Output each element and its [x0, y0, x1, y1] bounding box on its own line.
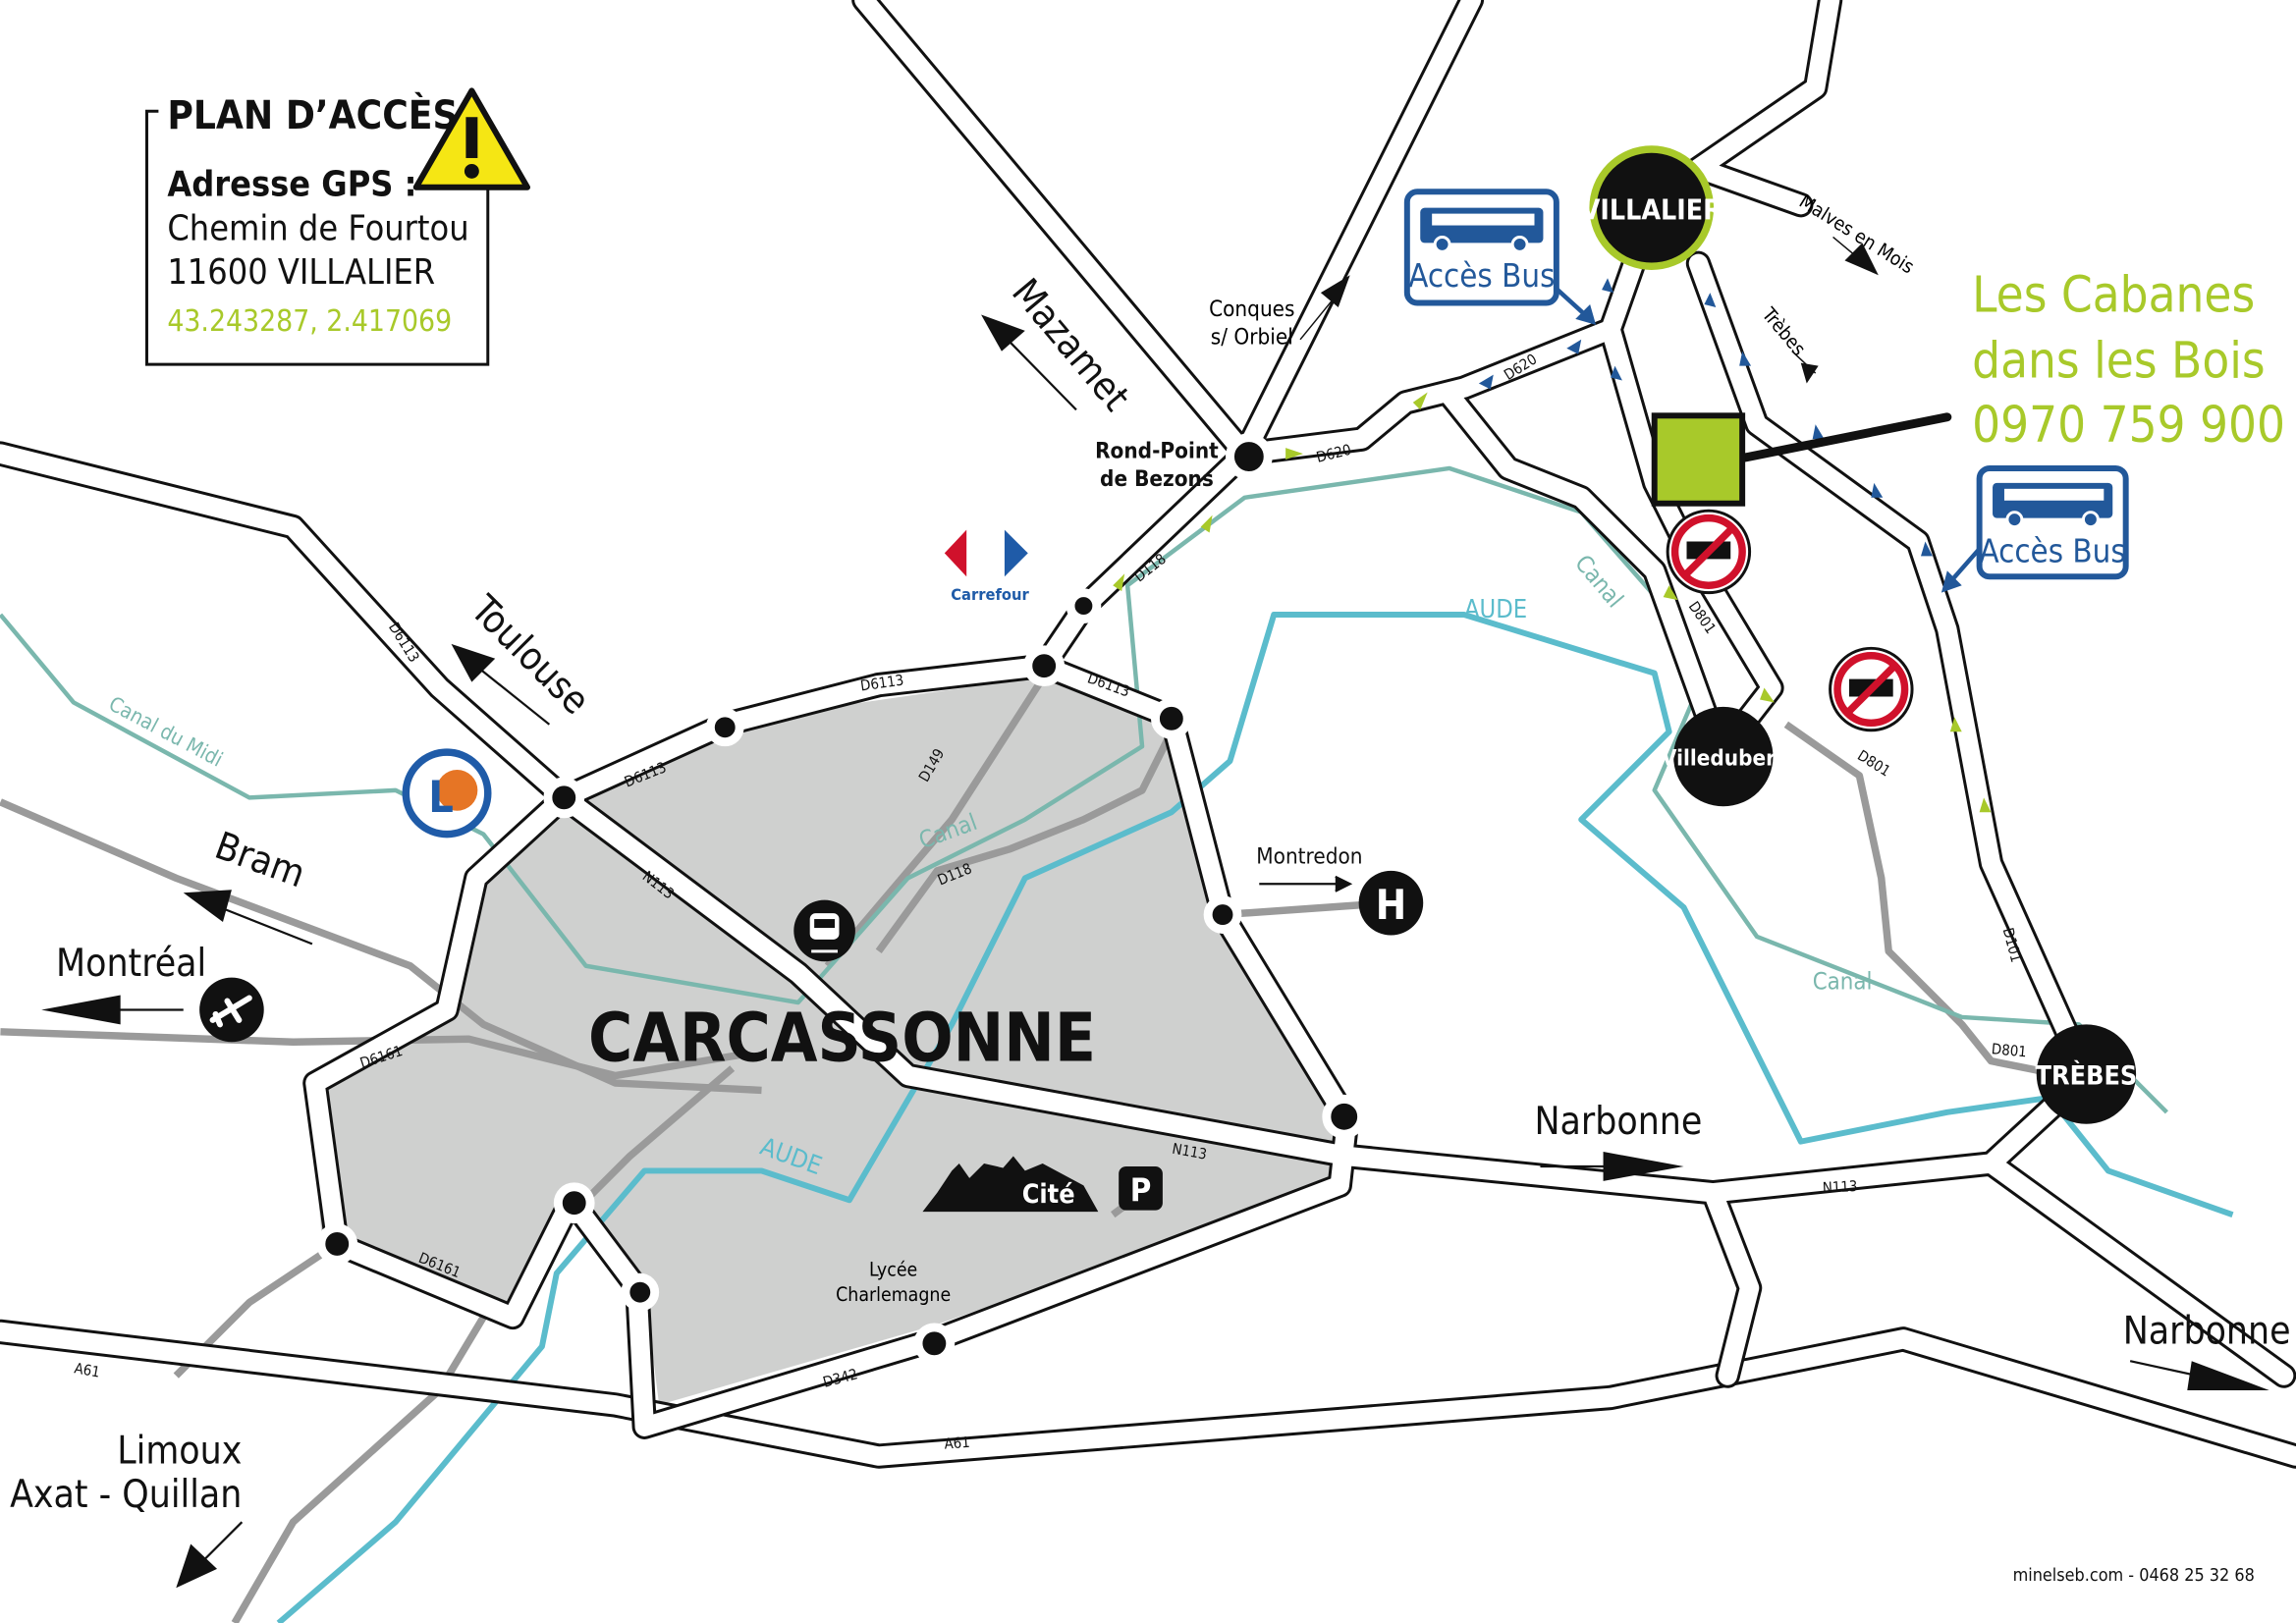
route-arrow-markers	[1113, 278, 1992, 813]
footer-credit: minelseb.com - 0468 25 32 68	[2013, 1565, 2255, 1586]
direction-limoux: Limoux	[117, 1430, 242, 1474]
direction-bram: Bram	[209, 824, 310, 896]
parking-icon: P	[1119, 1165, 1163, 1211]
no-bus-sign-icon	[1829, 646, 1914, 732]
villalier-marker: VILLALIER	[1581, 145, 1722, 271]
bus-icon	[1993, 482, 2113, 529]
lycee-label-line1: Lycée	[869, 1259, 917, 1281]
hospital-icon: H	[1358, 870, 1424, 936]
direction-trebes: Trèbes	[1757, 302, 1810, 360]
road-label: A61	[73, 1359, 101, 1380]
no-bus-sign-icon	[1666, 509, 1752, 595]
canal-label: Canal	[1813, 968, 1873, 996]
gps-coordinates: 43.243287, 2.417069	[167, 304, 452, 339]
leclerc-label: L	[428, 771, 454, 823]
villalier-label: VILLALIER	[1581, 194, 1722, 227]
roundabouts	[316, 433, 1367, 1365]
bus-access-sign-1: Accès Bus	[1403, 189, 1597, 325]
aude-label: AUDE	[1464, 594, 1527, 623]
trebes-marker: TRÈBES	[2036, 1024, 2138, 1124]
direction-conques-line2: s/ Orbiel	[1211, 324, 1293, 350]
parking-label: P	[1130, 1172, 1152, 1210]
a61-motorway	[0, 1319, 2296, 1469]
road-label: N113	[1822, 1177, 1857, 1197]
villedubert-marker: Villedubert	[1662, 706, 1785, 807]
rond-point-label-line1: Rond-Point	[1095, 439, 1219, 464]
train-station-icon	[793, 899, 855, 962]
address-line1: Chemin de Fourtou	[167, 208, 468, 248]
info-box-title: PLAN D’ACCÈS	[167, 91, 458, 138]
leclerc-logo-icon: L	[402, 748, 492, 839]
carrefour-logo-icon: Carrefour	[944, 529, 1030, 604]
warning-triangle-icon	[412, 87, 530, 190]
airport-icon	[199, 977, 264, 1043]
carcassonne-label: CARCASSONNE	[588, 1000, 1096, 1078]
destination-phone: 0970 759 900	[1972, 396, 2285, 454]
road-label: D620	[1501, 351, 1540, 384]
direction-narbonne-right: Narbonne	[2123, 1309, 2291, 1353]
info-box: PLAN D’ACCÈS Adresse GPS : Chemin de Fou…	[144, 87, 530, 366]
bus-icon	[1420, 207, 1544, 253]
cite-silhouette-icon: Cité	[922, 1156, 1099, 1213]
destination-name-line2: dans les Bois	[1972, 332, 2265, 390]
direction-conques-line1: Conques	[1209, 297, 1294, 322]
destination-name-line1: Les Cabanes	[1972, 265, 2255, 323]
trebes-label: TRÈBES	[2036, 1059, 2138, 1091]
direction-narbonne-center: Narbonne	[1535, 1100, 1703, 1144]
gps-label: Adresse GPS :	[167, 165, 416, 205]
carrefour-label: Carrefour	[951, 585, 1029, 604]
bus-access-label: Accès Bus	[1408, 257, 1555, 295]
road-label: A61	[944, 1434, 970, 1453]
hospital-label: H	[1376, 881, 1406, 929]
montredon-label: Montredon	[1256, 843, 1362, 869]
direction-axat-quillan: Axat - Quillan	[10, 1473, 242, 1517]
address-line2: 11600 VILLALIER	[167, 252, 435, 293]
direction-montreal: Montréal	[56, 942, 206, 986]
destination-marker	[1651, 412, 1952, 507]
villedubert-label: Villedubert	[1662, 746, 1785, 772]
road-label: N113	[1171, 1140, 1208, 1163]
lycee-label-line2: Charlemagne	[836, 1283, 951, 1306]
bus-access-label: Accès Bus	[1980, 532, 2126, 569]
road-label: D801	[1991, 1040, 2027, 1060]
rond-point-label-line2: de Bezons	[1100, 466, 1214, 492]
bus-access-sign-2: Accès Bus	[1941, 464, 2129, 593]
cite-label: Cité	[1022, 1179, 1075, 1210]
